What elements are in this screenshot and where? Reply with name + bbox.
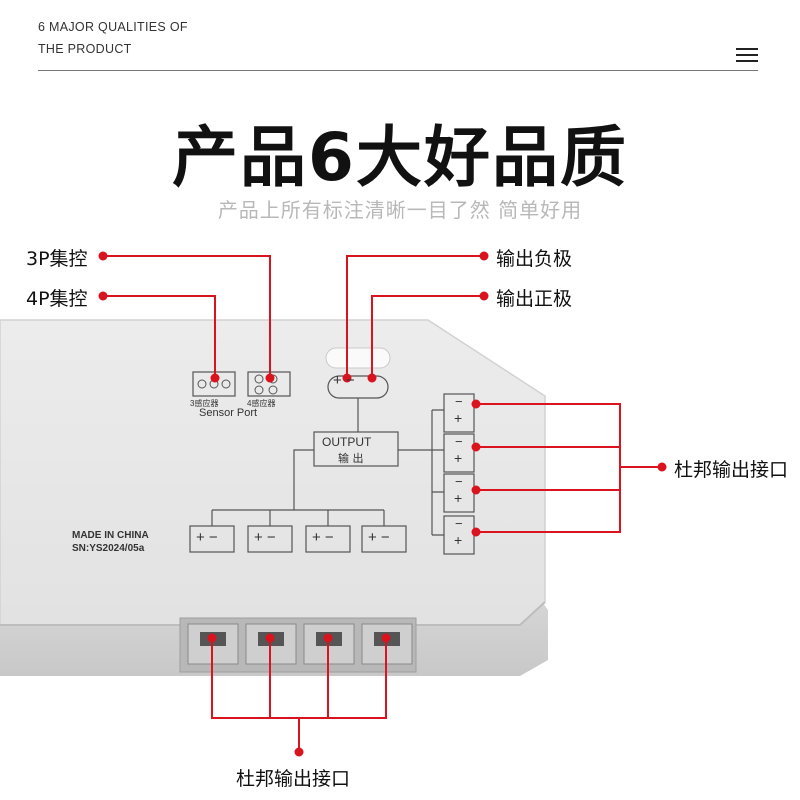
mount-slot	[325, 347, 391, 369]
terminal-1-polarity: + −	[196, 529, 218, 546]
page-title: 产品6大好品质	[172, 119, 628, 196]
serial-label: SN:YS2024/05a	[72, 543, 145, 554]
header-line-2: THE PRODUCT	[38, 42, 132, 56]
right-terminal-2-plus: +	[454, 450, 463, 466]
right-terminal-3-plus: +	[454, 490, 463, 506]
output-label-en: OUTPUT	[322, 435, 372, 449]
right-terminal-4-minus: −	[455, 516, 463, 531]
sensor-port-label: Sensor Port	[199, 407, 258, 419]
callout-dupont-right: 杜邦输出接口	[674, 459, 789, 481]
terminal-4-polarity: + −	[368, 529, 390, 546]
callout-3p-sync: 3P集控	[26, 248, 88, 270]
page-subtitle: 产品上所有标注清晰一目了然 简单好用	[217, 198, 583, 222]
terminal-2-polarity: + −	[254, 529, 276, 546]
output-box	[313, 431, 399, 467]
header-divider	[38, 70, 758, 71]
right-terminal-3-minus: −	[455, 474, 463, 489]
made-in-label: MADE IN CHINA	[72, 530, 149, 541]
callout-output-positive: 输出正极	[496, 288, 573, 310]
callout-dupont-bottom: 杜邦输出接口	[236, 768, 351, 790]
callout-output-negative: 输出负极	[496, 248, 573, 270]
header-line-1: 6 MAJOR QUALITIES OF	[38, 20, 188, 34]
callout-4p-sync: 4P集控	[26, 288, 88, 310]
terminal-3-polarity: + −	[312, 529, 334, 546]
port-4-label: 4感应器	[247, 399, 276, 408]
output-label-cn: 输 出	[338, 452, 364, 465]
menu-icon[interactable]	[736, 47, 758, 63]
right-terminal-1-plus: +	[454, 410, 463, 426]
main-output-polarity: + −	[333, 372, 355, 389]
port-3-label: 3感应器	[190, 399, 219, 408]
right-terminal-4-plus: +	[454, 532, 463, 548]
right-terminal-1-minus: −	[455, 394, 463, 409]
right-terminal-2-minus: −	[455, 434, 463, 449]
